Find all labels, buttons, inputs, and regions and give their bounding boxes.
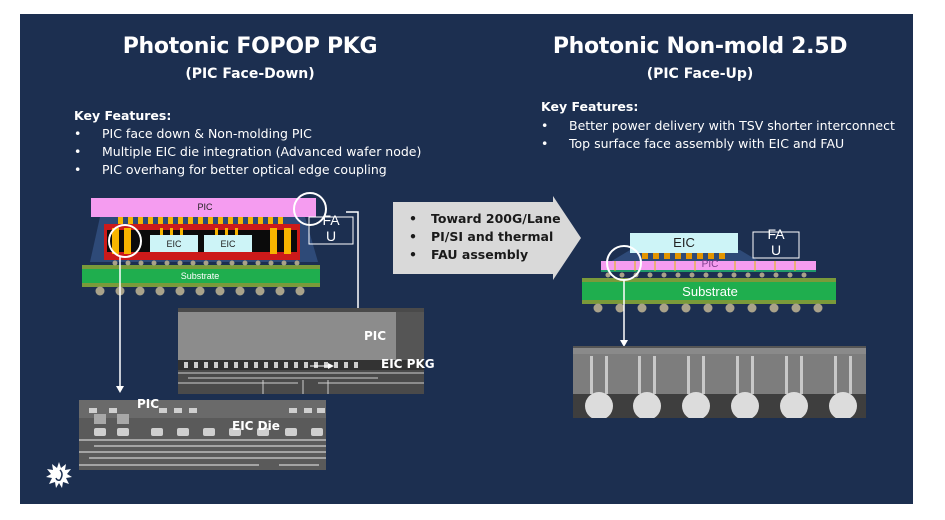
sem-top-eic-pkg-label: EIC PKG — [381, 357, 435, 371]
left-title: Photonic FOPOP PKG — [122, 34, 378, 59]
eic-die-right — [630, 233, 738, 253]
fau-box-right — [752, 231, 800, 259]
fau-label-line2: U — [325, 228, 337, 244]
left-key-features-heading: Key Features: — [74, 108, 172, 123]
bga-balls — [95, 286, 305, 296]
eic-label-2: EIC — [220, 239, 236, 249]
fau-label-line1: FA — [322, 212, 340, 228]
transition-arrow: Toward 200G/Lane PI/SI and thermal FAU a… — [393, 196, 581, 280]
arrow-items-list: Toward 200G/Lane PI/SI and thermal FAU a… — [407, 210, 561, 264]
eic-label-right: EIC — [673, 235, 695, 250]
left-features-list: PIC face down & Non-molding PIC Multiple… — [74, 125, 421, 179]
fau-label: FA U — [309, 212, 353, 244]
fau-label-right: FA U — [753, 226, 799, 258]
eic-die-2 — [204, 235, 252, 252]
fau-label-right-line1: FA — [767, 226, 785, 242]
sem-bottom-eic-die-label: EIC Die — [232, 419, 280, 433]
pic-layer — [91, 198, 316, 217]
arrow-item: FAU assembly — [407, 246, 561, 264]
highlight-circle-via — [108, 224, 142, 258]
right-feature-item: Top surface face assembly with EIC and F… — [541, 135, 895, 153]
left-subtitle: (PIC Face-Down) — [185, 66, 315, 82]
arrow-item: PI/SI and thermal — [407, 228, 561, 246]
pic-label-right: PIC — [701, 259, 719, 270]
substrate-label: Substrate — [180, 271, 220, 281]
sem-image-tsv — [573, 346, 866, 418]
arrow-item: Toward 200G/Lane — [407, 210, 561, 228]
left-feature-item: PIC overhang for better optical edge cou… — [74, 161, 421, 179]
fau-label-right-line2: U — [770, 242, 782, 258]
left-feature-item: PIC face down & Non-molding PIC — [74, 125, 421, 143]
left-feature-item: Multiple EIC die integration (Advanced w… — [74, 143, 421, 161]
fau-box — [308, 216, 354, 245]
right-title: Photonic Non-mold 2.5D — [552, 34, 848, 59]
sem-bottom-pic-label: PIC — [137, 397, 160, 411]
eic-label-1: EIC — [166, 239, 182, 249]
eic-die-1 — [150, 235, 198, 252]
substrate-label-right: Substrate — [682, 284, 738, 299]
right-features-list: Better power delivery with TSV shorter i… — [541, 117, 895, 153]
sem-top-pic-label: PIC — [364, 329, 387, 343]
right-key-features-heading: Key Features: — [541, 99, 639, 114]
right-feature-item: Better power delivery with TSV shorter i… — [541, 117, 895, 135]
sem-image-eic-pkg — [178, 308, 424, 394]
pic-label: PIC — [197, 202, 213, 212]
sun-face-logo-icon — [46, 462, 72, 488]
highlight-circle-edge — [293, 192, 327, 226]
pic-layer-right — [601, 261, 816, 270]
right-subtitle: (PIC Face-Up) — [646, 66, 754, 82]
sem-image-eic-die — [79, 400, 326, 470]
